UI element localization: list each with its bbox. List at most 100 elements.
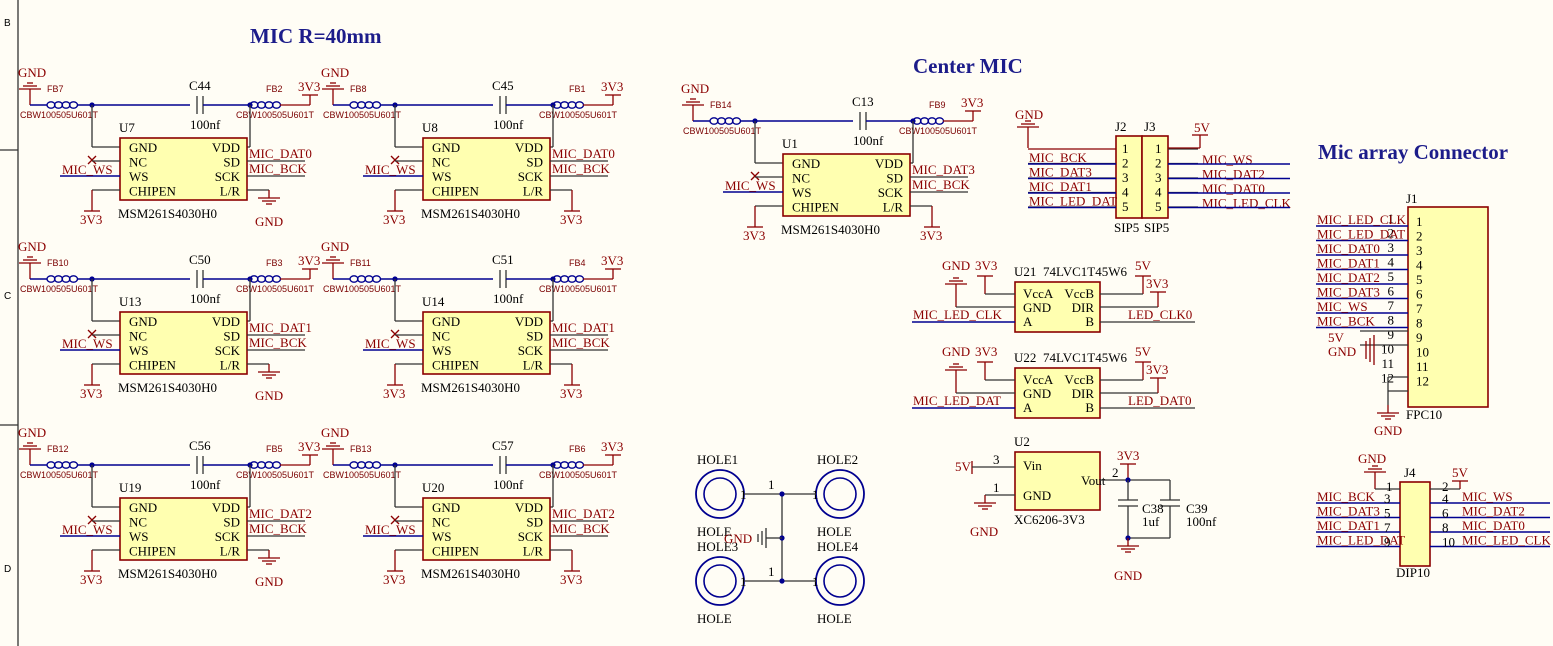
ferrite-bead-part: CBW100505U601T <box>20 284 99 294</box>
mic-ref: U8 <box>422 120 438 135</box>
ferrite-bead-part: CBW100505U601T <box>323 284 402 294</box>
gnd-label: GND <box>942 258 970 273</box>
supply-label: 3V3 <box>80 212 102 227</box>
pin-number: 2 <box>1442 479 1449 494</box>
net-label: MIC_DAT1 <box>1029 179 1092 194</box>
capacitor-ref: C50 <box>189 252 211 267</box>
ferrite-bead-ref: FB13 <box>350 444 372 454</box>
pin-name: WS <box>129 169 149 184</box>
supply-label: 5V <box>1135 258 1152 273</box>
supply-label: 3V3 <box>601 253 623 268</box>
gnd-label: GND <box>255 574 283 589</box>
pin-number: 6 <box>1388 284 1395 299</box>
pin-name: GND <box>1023 300 1051 315</box>
pin-number: 2 <box>1155 156 1162 171</box>
net-label: LED_DAT0 <box>1128 393 1192 408</box>
gnd-symbol <box>1117 538 1139 553</box>
ferrite-bead-part: CBW100505U601T <box>899 126 978 136</box>
net-label: MIC_LED_DAT <box>1317 533 1405 548</box>
pin-name: WS <box>792 185 812 200</box>
sip-j3-body <box>1141 135 1169 219</box>
ferrite-bead <box>249 461 282 469</box>
ferrite-bead-ref: FB7 <box>47 84 64 94</box>
capacitor-value: 100nf <box>493 117 524 132</box>
capacitor-ref: C39 <box>1186 501 1208 516</box>
power-symbol <box>924 219 940 228</box>
pin-number: 5 <box>1122 199 1129 214</box>
connector-part: DIP10 <box>1396 565 1430 580</box>
connector-ref: J3 <box>1144 119 1156 134</box>
ferrite-bead-ref: FB12 <box>47 444 69 454</box>
supply-label: 3V3 <box>601 79 623 94</box>
pin-number: 3 <box>1122 170 1129 185</box>
capacitor-value: 100nf <box>493 291 524 306</box>
zone-label-d: D <box>4 564 11 575</box>
supply-label: 3V3 <box>1146 276 1168 291</box>
mic-part-number: MSM261S4030H0 <box>781 222 880 237</box>
pin-number: 10 <box>1381 342 1394 357</box>
gnd-label: GND <box>18 239 46 254</box>
capacitor-value: 100nf <box>493 477 524 492</box>
power-symbol <box>965 110 981 119</box>
connector-part: FPC10 <box>1406 407 1442 422</box>
sip-j2-body <box>1115 135 1143 219</box>
gnd-symbol <box>19 82 41 95</box>
net-label-bck: MIC_BCK <box>249 521 307 536</box>
pin-name: A <box>1023 314 1033 329</box>
mic-chip-body <box>119 497 248 561</box>
pin-name: GND <box>432 140 460 155</box>
gnd-symbol <box>322 82 344 95</box>
net-label-mic-ws: MIC_WS <box>725 178 776 193</box>
net-label-bck: MIC_BCK <box>249 335 307 350</box>
gnd-symbol <box>974 495 996 510</box>
pin-name: GND <box>129 140 157 155</box>
pin-name: L/R <box>220 184 241 199</box>
mic-chip-body <box>422 137 551 201</box>
net-label-mic-ws: MIC_WS <box>365 162 416 177</box>
pin-name: VccA <box>1023 286 1054 301</box>
gnd-symbol <box>258 550 280 565</box>
nc-mark <box>390 155 400 165</box>
pin-name: VccB <box>1064 372 1094 387</box>
pin-number: 6 <box>1442 506 1449 521</box>
mounting-hole <box>815 556 865 606</box>
net-label: MIC_DAT2 <box>1317 270 1380 285</box>
mounting-hole <box>815 469 865 519</box>
ferrite-bead-ref: FB3 <box>266 258 283 268</box>
ferrite-bead <box>249 275 282 283</box>
supply-label: 3V3 <box>975 344 997 359</box>
pin-number: 5 <box>1155 199 1162 214</box>
net-label-mic-ws: MIC_WS <box>62 336 113 351</box>
mounting-hole <box>695 556 745 606</box>
gnd-label: GND <box>1015 107 1043 122</box>
pin-number: 1 <box>1386 479 1393 494</box>
mounting-hole <box>695 469 745 519</box>
pin-name: GND <box>792 156 820 171</box>
gnd-label: GND <box>1114 568 1142 583</box>
ferrite-bead-ref: FB11 <box>350 258 371 268</box>
pin-name: SD <box>223 329 240 344</box>
dip-connector-body <box>1399 481 1431 567</box>
pin-name: SD <box>223 515 240 530</box>
capacitor-ref: C56 <box>189 438 211 453</box>
ferrite-bead <box>552 101 585 109</box>
capacitor <box>196 96 204 114</box>
ferrite-bead <box>46 275 79 283</box>
pin-number: 11 <box>1416 359 1429 374</box>
pin-number: 9 <box>1416 330 1423 345</box>
connector-ref: J4 <box>1404 465 1416 480</box>
mic-chip-body <box>119 137 248 201</box>
pin-number: 5 <box>1388 269 1395 284</box>
net-label-dat: MIC_DAT1 <box>249 320 312 335</box>
pin-name: CHIPEN <box>792 200 840 215</box>
pin-number: 3 <box>1416 243 1423 258</box>
gnd-label: GND <box>1374 423 1402 438</box>
hole-ref: HOLE3 <box>697 539 738 554</box>
supply-label: 3V3 <box>975 258 997 273</box>
capacitor <box>196 456 204 474</box>
supply-label: 3V3 <box>1117 448 1139 463</box>
net-label: MIC_DAT3 <box>1317 285 1380 300</box>
gnd-symbol <box>945 277 967 290</box>
nc-mark <box>750 171 760 181</box>
ferrite-bead <box>552 275 585 283</box>
